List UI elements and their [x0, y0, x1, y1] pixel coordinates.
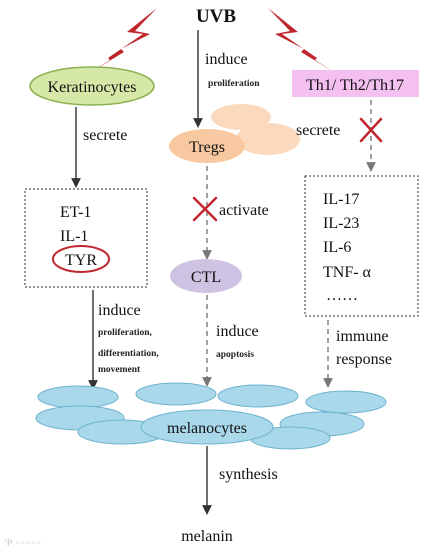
melanocyte-cell — [217, 384, 299, 408]
cytokine-tnf: TNF- α — [323, 264, 372, 281]
proliferation-label-left: proliferation, — [98, 328, 153, 338]
left-factor-box — [24, 188, 148, 288]
uvb-title: UVB — [196, 6, 236, 27]
cytokine-ellipsis: …… — [326, 287, 358, 304]
melanocyte-cluster — [35, 382, 387, 450]
tyr-highlight-circle — [52, 245, 110, 273]
th-node — [292, 70, 419, 97]
factor-et1: ET-1 — [60, 204, 91, 221]
induce-label-top: induce — [205, 51, 248, 68]
movement-label-left: movement — [98, 365, 141, 375]
keratinocytes-label: Keratinocytes — [48, 79, 137, 96]
cross-activate-icon — [192, 196, 218, 222]
factor-tyr: TYR — [65, 252, 97, 269]
factor-il1: IL-1 — [60, 228, 88, 245]
right-cytokine-box — [304, 175, 419, 317]
response-label: response — [336, 351, 392, 368]
melanocytes-label: melanocytes — [167, 420, 247, 437]
apoptosis-label: apoptosis — [216, 350, 254, 360]
tregs-label: Tregs — [189, 139, 225, 156]
immune-label: immune — [336, 328, 388, 345]
melanocytes-node — [140, 409, 274, 445]
lightning-right-icon — [268, 8, 337, 74]
differentiation-label-left: differentiation, — [98, 349, 159, 359]
induce-label-left: induce — [98, 302, 141, 319]
synthesis-label: synthesis — [219, 466, 278, 483]
ctl-label: CTL — [191, 269, 221, 286]
secrete-label-right: secrete — [296, 122, 340, 139]
induce-label-ctl: induce — [216, 323, 259, 340]
tregs-blob-1 — [211, 104, 271, 130]
cytokine-il17: IL-17 — [323, 191, 359, 208]
tregs-blob-2 — [236, 123, 300, 155]
cytokine-il6: IL-6 — [323, 239, 351, 256]
melanocyte-cell — [37, 385, 119, 409]
melanocyte-cell — [135, 382, 217, 406]
lightning-left-icon — [88, 8, 157, 74]
keratinocytes-node — [29, 66, 155, 106]
cross-secrete-icon — [359, 117, 383, 143]
th-label: Th1/ Th2/Th17 — [306, 77, 404, 94]
tregs-node — [169, 129, 245, 163]
cytokine-il23: IL-23 — [323, 215, 359, 232]
watermark: ’P ◦◦◦◦◦ — [4, 539, 42, 549]
melanin-label: melanin — [181, 528, 233, 545]
ctl-node — [170, 259, 242, 293]
proliferation-label-top: proliferation — [208, 79, 260, 89]
activate-label: activate — [219, 202, 269, 219]
melanocyte-cell — [305, 390, 387, 414]
secrete-label-left: secrete — [83, 127, 127, 144]
